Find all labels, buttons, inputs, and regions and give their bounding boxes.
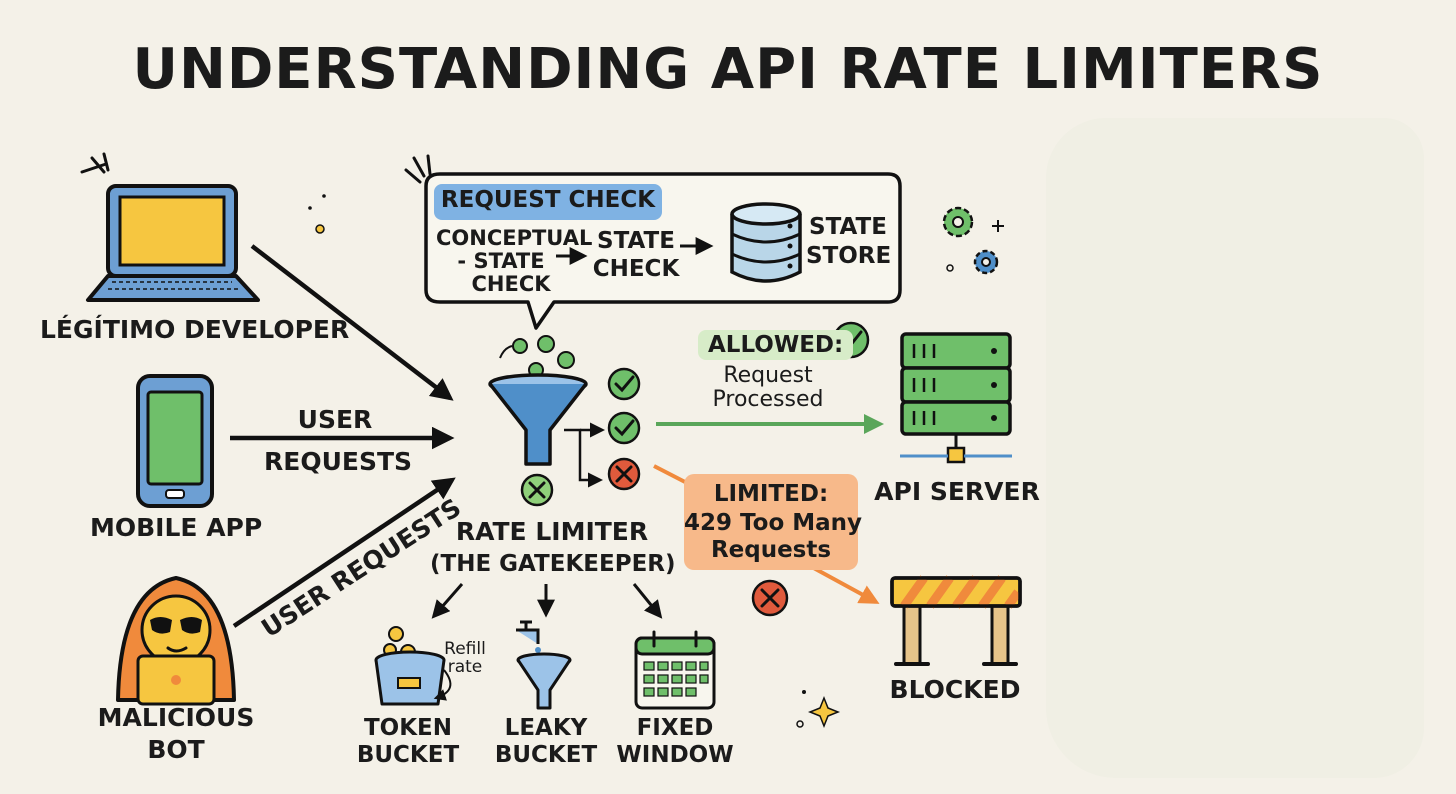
- state-check-line1: STATE: [588, 229, 684, 254]
- phone-icon: [138, 376, 212, 506]
- hooded-bot-icon: [118, 578, 234, 704]
- barrier-icon: [892, 578, 1020, 664]
- calendar-icon: [636, 632, 714, 708]
- laptop-icon: [82, 154, 258, 300]
- refill-line1: Refill: [440, 640, 490, 658]
- server-icon: [900, 334, 1012, 462]
- page-title: UNDERSTANDING API RATE LIMITERS: [0, 40, 1456, 100]
- developer-label: LÉGÍTIMO DEVELOPER: [40, 316, 322, 343]
- funnel-icon: [490, 336, 586, 464]
- gatekeeper-label: (THE GATEKEEPER): [430, 552, 674, 577]
- x-icon: [753, 581, 787, 615]
- allowed-line2: Processed: [690, 388, 846, 412]
- allowed-pill: ALLOWED:: [698, 330, 853, 360]
- user-requests-label-line2: REQUESTS: [264, 448, 406, 475]
- leaky-bucket-line1: LEAKY: [490, 716, 602, 741]
- bot-label-line1: MALICIOUS: [96, 704, 256, 731]
- conceptual-line3: CHECK: [436, 273, 586, 296]
- funnel-icon: [518, 654, 570, 708]
- arrow-limited: [810, 566, 876, 602]
- allowed-line1: Request: [700, 364, 836, 388]
- x-icon: [522, 475, 552, 505]
- state-store-line2: STORE: [806, 244, 890, 269]
- limited-line1: 429 Too Many: [684, 511, 858, 536]
- gear-icon: [975, 251, 997, 273]
- database-icon: [732, 204, 800, 281]
- token-bucket-line2: BUCKET: [352, 743, 464, 768]
- conceptual-line1: CONCEPTUAL: [436, 227, 588, 250]
- bot-label-line2: BOT: [96, 736, 256, 763]
- x-icon: [609, 459, 639, 489]
- limited-label: LIMITED:: [684, 482, 858, 507]
- state-check-line2: CHECK: [588, 257, 684, 282]
- leaky-bucket-line2: BUCKET: [490, 743, 602, 768]
- token-bucket-line1: TOKEN: [352, 716, 464, 741]
- user-requests-label-line1: USER: [280, 406, 390, 433]
- check-icon: [609, 413, 639, 443]
- request-check-header: REQUEST CHECK: [434, 188, 662, 213]
- fixed-window-line1: FIXED: [616, 716, 734, 741]
- arrow-bot: [234, 480, 452, 626]
- conceptual-line2: - STATE: [436, 250, 566, 273]
- faucet-icon: [516, 622, 541, 653]
- rate-limiter-label: RATE LIMITER: [430, 518, 674, 545]
- limited-line2: Requests: [684, 538, 858, 563]
- check-icon: [609, 369, 639, 399]
- state-store-line1: STATE: [806, 215, 890, 240]
- blocked-label: BLOCKED: [880, 676, 1030, 703]
- mobile-app-label: MOBILE APP: [90, 514, 260, 541]
- gear-icon: [944, 208, 972, 236]
- api-server-label: API SERVER: [872, 478, 1042, 505]
- refill-line2: rate: [440, 658, 490, 676]
- fixed-window-line2: WINDOW: [616, 743, 734, 768]
